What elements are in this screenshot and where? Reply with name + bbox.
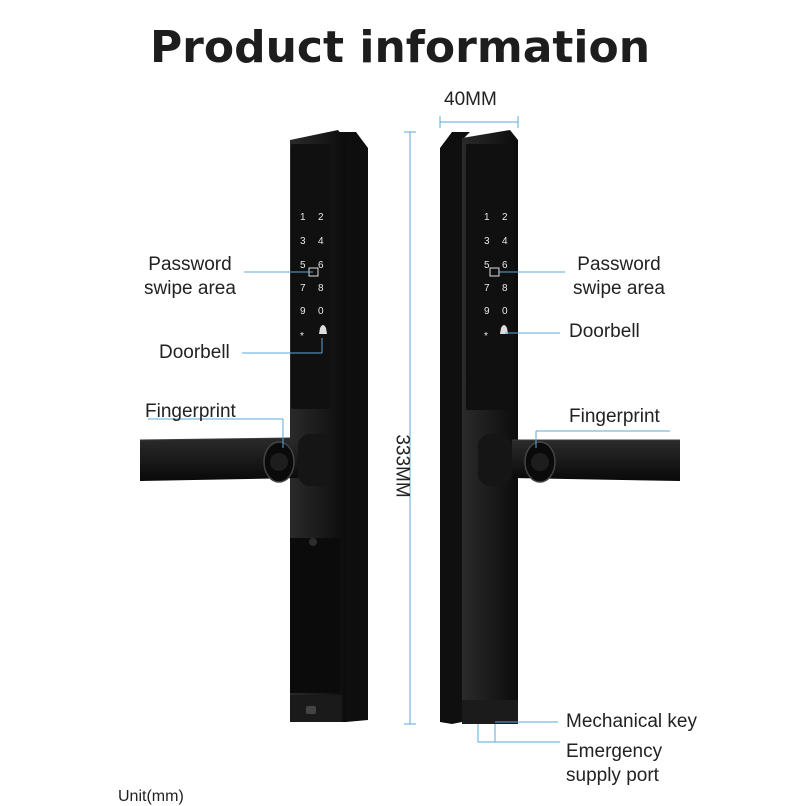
svg-text:4: 4 xyxy=(318,236,324,247)
right-keypad-panel xyxy=(466,144,514,410)
svg-text:2: 2 xyxy=(502,212,508,223)
width-dimension-label: 40MM xyxy=(444,89,497,110)
right-leader-lines xyxy=(477,271,670,743)
left-bell-icon xyxy=(319,325,327,334)
left-fingerprint-label: Fingerprint xyxy=(145,401,236,422)
svg-text:6: 6 xyxy=(502,260,508,271)
left-lock: 1 2 3 4 5 6 7 8 9 0 * xyxy=(139,130,368,722)
left-key-hole xyxy=(306,706,316,714)
left-fingerprint-sensor xyxy=(270,453,288,471)
svg-text:1: 1 xyxy=(484,212,490,223)
svg-text:2: 2 xyxy=(318,212,324,223)
right-bell-icon xyxy=(500,325,508,334)
right-fingerprint-sensor xyxy=(531,453,549,471)
left-doorbell-label: Doorbell xyxy=(159,342,230,363)
emergency-supply-label: Emergency supply port xyxy=(566,740,662,788)
svg-text:8: 8 xyxy=(502,283,508,294)
svg-text:7: 7 xyxy=(300,283,306,294)
dimension-lines xyxy=(404,116,519,725)
emergency-line1: Emergency xyxy=(566,741,663,762)
left-leader-lines xyxy=(148,271,323,448)
svg-text:5: 5 xyxy=(484,260,490,271)
right-password-line1: Password xyxy=(577,254,661,275)
right-password-label: Password swipe area xyxy=(567,253,671,301)
svg-text:4: 4 xyxy=(502,236,508,247)
svg-text:*: * xyxy=(484,331,488,342)
svg-text:7: 7 xyxy=(484,283,490,294)
svg-text:1: 1 xyxy=(300,212,306,223)
height-dimension-label: 333MM xyxy=(391,434,413,498)
right-handle xyxy=(478,434,680,486)
right-lock: 1 2 3 4 5 6 7 8 9 0 * xyxy=(440,130,680,743)
right-fingerprint-label: Fingerprint xyxy=(569,406,660,427)
svg-text:9: 9 xyxy=(484,306,490,317)
svg-text:3: 3 xyxy=(300,236,306,247)
svg-text:6: 6 xyxy=(318,260,324,271)
left-sensor-dot xyxy=(309,538,317,546)
svg-text:*: * xyxy=(300,331,304,342)
emergency-line2: supply port xyxy=(566,765,659,786)
left-handle xyxy=(139,434,332,486)
left-keypad: 1 2 3 4 5 6 7 8 9 0 * xyxy=(300,212,327,342)
right-doorbell-label: Doorbell xyxy=(569,321,640,342)
mechanical-key-label: Mechanical key xyxy=(566,711,697,732)
unit-footnote: Unit(mm) xyxy=(118,788,184,805)
left-password-line1: Password xyxy=(148,254,232,275)
svg-text:0: 0 xyxy=(502,306,508,317)
svg-text:9: 9 xyxy=(300,306,306,317)
page-title: Product information xyxy=(149,22,651,73)
right-password-line2: swipe area xyxy=(573,278,665,299)
svg-text:3: 3 xyxy=(484,236,490,247)
left-password-line2: swipe area xyxy=(144,278,236,299)
right-keypad: 1 2 3 4 5 6 7 8 9 0 * xyxy=(484,212,508,342)
svg-text:8: 8 xyxy=(318,283,324,294)
left-password-label: Password swipe area xyxy=(138,253,242,301)
svg-text:5: 5 xyxy=(300,260,306,271)
svg-text:0: 0 xyxy=(318,306,324,317)
